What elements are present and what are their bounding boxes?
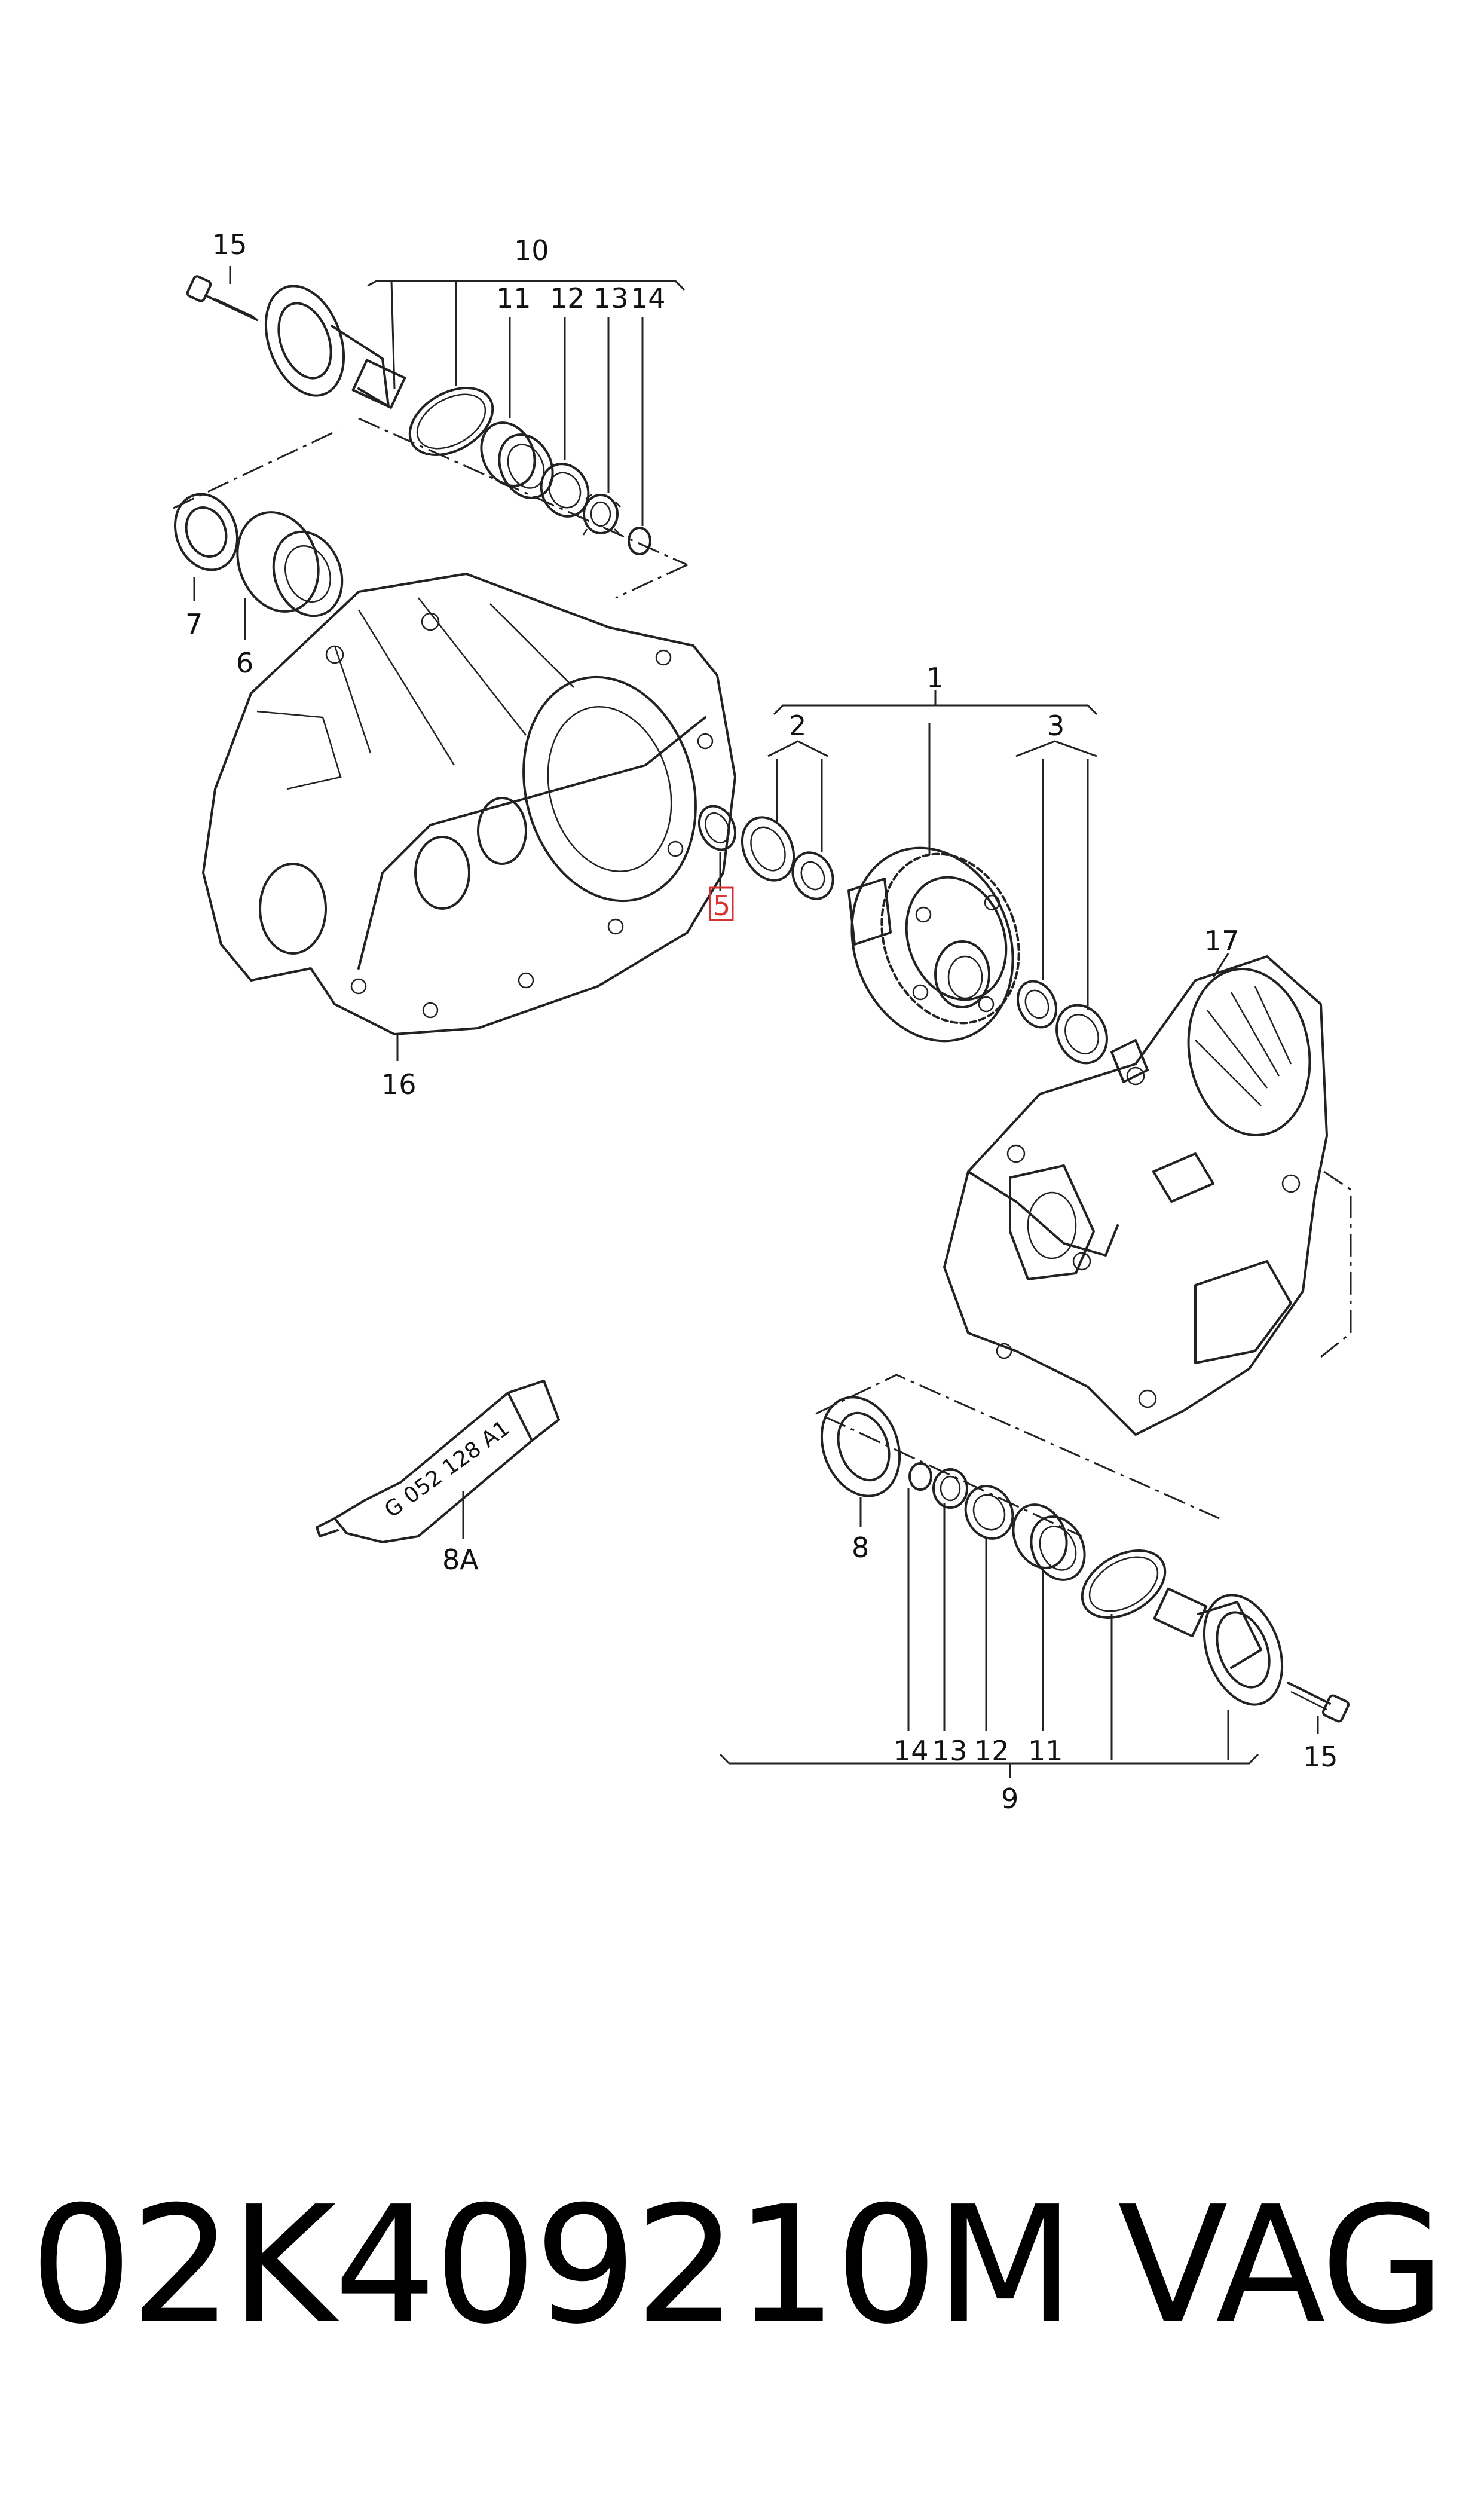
label-2: 2 (789, 710, 806, 742)
lock-nut-bottom (932, 1468, 968, 1509)
circlip-top (628, 527, 651, 555)
differential-group (697, 690, 1108, 1065)
label-11-bottom: 11 (1028, 1735, 1063, 1767)
oil-seal-bottom (820, 1396, 901, 1527)
part-number: 02K409210M (30, 2171, 1075, 2359)
bearing-race-bottom (964, 1485, 1014, 1540)
brand-name: VAG (1118, 2171, 1446, 2359)
oil-seal-left (174, 493, 238, 601)
footer: 02K409210M VAG (0, 2152, 1484, 2403)
label-13-bottom: 13 (932, 1735, 968, 1767)
gearbox-housing-left (202, 573, 736, 1061)
tapered-bearing-right (1016, 980, 1108, 1065)
label-15-top: 15 (212, 228, 247, 261)
differential-ring-gear (847, 846, 1020, 1043)
label-13-top: 13 (593, 282, 629, 314)
label-17: 17 (1204, 925, 1240, 957)
tube-label-text: G 052 128 A1 (380, 1416, 514, 1523)
label-1: 1 (926, 662, 944, 694)
tapered-bearing-left (741, 816, 834, 900)
label-12-top: 12 (550, 282, 585, 314)
o-ring-bottom (1081, 1549, 1167, 1619)
label-14-bottom: 14 (894, 1735, 929, 1767)
flange-bolt-bottom (1287, 1682, 1350, 1723)
label-10: 10 (514, 234, 549, 267)
label-14-top: 14 (631, 282, 666, 314)
top-flange-group (186, 266, 686, 555)
guide-frame-top (173, 417, 688, 599)
label-7: 7 (185, 608, 203, 640)
label-3: 3 (1047, 710, 1064, 742)
bearing-race-top (540, 463, 590, 518)
bearing-cup-top (480, 421, 554, 499)
label-8a: 8A (442, 1543, 479, 1576)
label-8: 8 (852, 1531, 869, 1564)
circlip-bottom (908, 1462, 932, 1491)
label-6: 6 (236, 647, 253, 679)
label-5[interactable]: 5 (713, 889, 730, 922)
label-9: 9 (1001, 1783, 1018, 1815)
highlight-box-5 (709, 886, 734, 921)
exploded-parts-diagram: G 052 128 A1 (173, 228, 1352, 1815)
guide-bushing-left (236, 511, 344, 640)
label-15-bottom: 15 (1303, 1741, 1338, 1773)
flange-bolt-top (186, 275, 258, 321)
label-16: 16 (381, 1068, 417, 1100)
callout-labels: 15 10 11 12 13 14 7 6 1 2 3 5 17 16 8 8A… (185, 228, 1338, 1815)
label-12-bottom: 12 (974, 1735, 1009, 1767)
lock-nut-top (582, 494, 621, 536)
gearbox-housing-right (943, 953, 1328, 1436)
bottom-flange-group (719, 1396, 1350, 1778)
guide-frame-bottom (815, 1374, 1220, 1537)
guide-frame-right (1320, 1170, 1352, 1358)
sealant-tube: G 052 128 A1 (316, 1380, 560, 1543)
bearing-cup-bottom (1012, 1503, 1086, 1581)
drive-flange-top (264, 285, 406, 409)
label-11-top: 11 (496, 282, 531, 314)
shim-5 (697, 805, 737, 851)
drive-flange-bottom (1153, 1587, 1284, 1706)
o-ring-top (408, 387, 494, 456)
